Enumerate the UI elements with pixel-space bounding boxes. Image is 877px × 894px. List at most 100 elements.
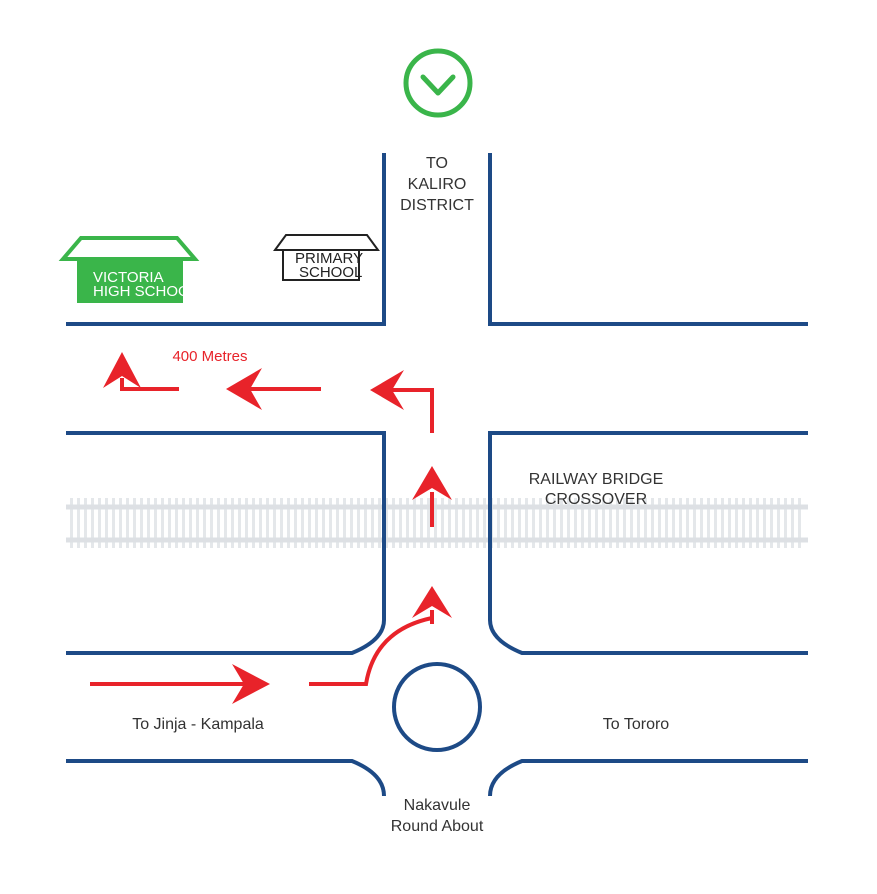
railway-sleeper xyxy=(770,498,773,548)
railway-sleeper xyxy=(189,498,192,548)
railway-sleeper xyxy=(630,498,633,548)
railway-sleeper xyxy=(637,498,640,548)
primary-school-label-2: SCHOOL xyxy=(299,264,362,281)
railway-sleeper xyxy=(175,498,178,548)
railway-sleeper xyxy=(280,498,283,548)
check-circle-icon xyxy=(403,48,473,118)
north-road-label-1: TO xyxy=(426,155,448,172)
railway-sleeper xyxy=(742,498,745,548)
railway-label-2: CROSSOVER xyxy=(545,491,647,508)
east-road-label: To Tororo xyxy=(603,716,670,733)
railway-sleeper xyxy=(364,498,367,548)
railway-sleeper xyxy=(406,498,409,548)
railway-sleeper xyxy=(357,498,360,548)
railway-sleeper xyxy=(308,498,311,548)
railway-sleeper xyxy=(196,498,199,548)
road-edge-middle-west xyxy=(66,431,386,655)
railway-sleepers xyxy=(70,498,801,548)
railway-sleeper xyxy=(777,498,780,548)
railway-sleeper xyxy=(455,498,458,548)
railway-sleeper xyxy=(154,498,157,548)
railway-sleeper xyxy=(343,498,346,548)
road-edge-north-west xyxy=(66,153,386,326)
railway-sleeper xyxy=(525,498,528,548)
primary-school-label-1: PRIMARY xyxy=(295,250,363,267)
roads xyxy=(66,153,808,797)
railway-sleeper xyxy=(434,498,437,548)
railway-sleeper xyxy=(392,498,395,548)
railway-sleeper xyxy=(658,498,661,548)
distance-label: 400 Metres xyxy=(172,348,247,365)
railway-sleeper xyxy=(70,498,73,548)
route-arrows xyxy=(90,352,452,704)
railway-sleeper xyxy=(224,498,227,548)
railway-sleeper xyxy=(539,498,542,548)
railway-sleeper xyxy=(378,498,381,548)
railway-sleeper xyxy=(140,498,143,548)
primary-school-building: PRIMARY SCHOOL xyxy=(273,234,380,281)
railway-sleeper xyxy=(273,498,276,548)
railway-sleeper xyxy=(602,498,605,548)
railway-sleeper xyxy=(210,498,213,548)
railway-sleeper xyxy=(651,498,654,548)
railway-sleeper xyxy=(588,498,591,548)
railway-sleeper xyxy=(119,498,122,548)
railway-sleeper xyxy=(399,498,402,548)
railway-sleeper xyxy=(511,498,514,548)
railway-sleeper xyxy=(441,498,444,548)
railway-sleeper xyxy=(476,498,479,548)
railway-sleeper xyxy=(231,498,234,548)
railway-sleeper xyxy=(567,498,570,548)
railway-sleeper xyxy=(371,498,374,548)
railway-sleeper xyxy=(245,498,248,548)
railway-sleeper xyxy=(532,498,535,548)
railway-sleeper xyxy=(623,498,626,548)
railway-sleeper xyxy=(595,498,598,548)
route-arrow-turn-left xyxy=(370,370,434,433)
railway-sleeper xyxy=(133,498,136,548)
railway-sleeper xyxy=(350,498,353,548)
railway-sleeper xyxy=(385,498,388,548)
railway-sleeper xyxy=(462,498,465,548)
railway-sleeper xyxy=(315,498,318,548)
railway-sleeper xyxy=(252,498,255,548)
railway-sleeper xyxy=(126,498,129,548)
railway-sleeper xyxy=(161,498,164,548)
railway-sleeper xyxy=(518,498,521,548)
route-arrow-west xyxy=(226,368,321,410)
railway-sleeper xyxy=(329,498,332,548)
railway-sleeper xyxy=(427,498,430,548)
road-edge-south-east xyxy=(488,759,808,797)
railway-sleeper xyxy=(147,498,150,548)
railway-sleeper xyxy=(728,498,731,548)
railway-sleeper xyxy=(756,498,759,548)
railway-sleeper xyxy=(553,498,556,548)
railway-sleeper xyxy=(203,498,206,548)
railway-sleeper xyxy=(238,498,241,548)
railway-sleeper xyxy=(420,498,423,548)
railway-sleeper xyxy=(91,498,94,548)
railway-sleeper xyxy=(497,498,500,548)
railway-sleeper xyxy=(336,498,339,548)
railway-sleeper xyxy=(735,498,738,548)
railway-sleeper xyxy=(84,498,87,548)
railway-sleeper xyxy=(686,498,689,548)
north-road-label-3: DISTRICT xyxy=(400,197,474,214)
railway-sleeper xyxy=(413,498,416,548)
railway-sleeper xyxy=(504,498,507,548)
railway-sleeper xyxy=(469,498,472,548)
railway-sleeper xyxy=(287,498,290,548)
railway-sleeper xyxy=(301,498,304,548)
route-arrow-bridge-north xyxy=(412,466,452,527)
railway-sleeper xyxy=(98,498,101,548)
railway-sleeper xyxy=(168,498,171,548)
railway-sleeper xyxy=(581,498,584,548)
railway-sleeper xyxy=(714,498,717,548)
railway-sleeper xyxy=(322,498,325,548)
railway-sleeper xyxy=(616,498,619,548)
railway-sleeper xyxy=(707,498,710,548)
railway-sleeper xyxy=(749,498,752,548)
route-arrow-east xyxy=(90,664,270,704)
railway-sleeper xyxy=(77,498,80,548)
